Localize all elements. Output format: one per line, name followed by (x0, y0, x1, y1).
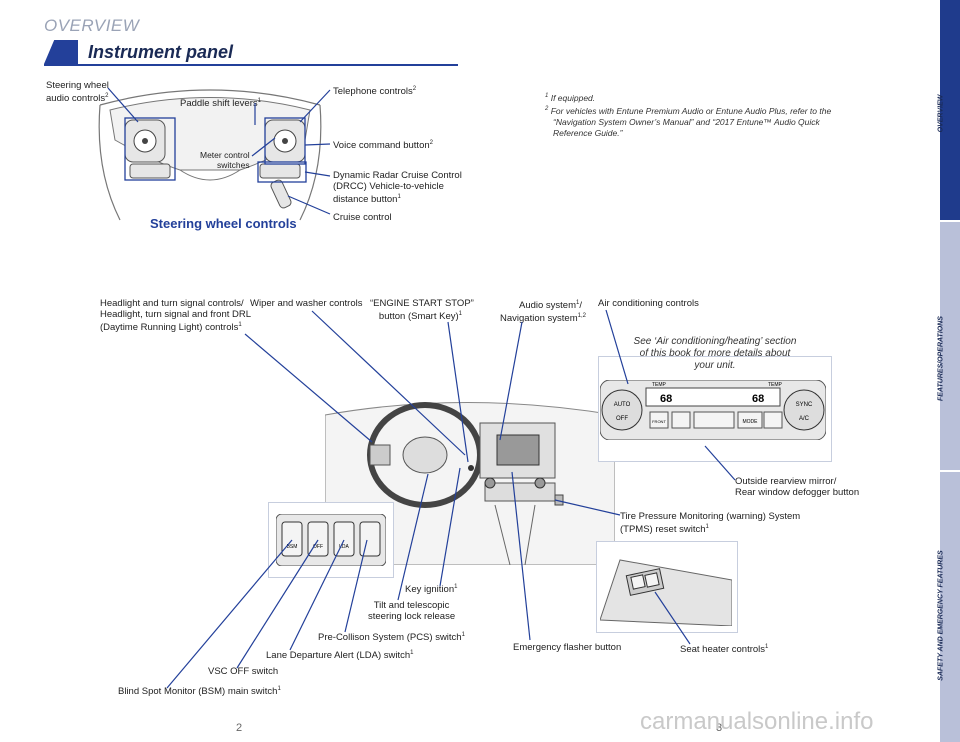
temp-right-value: 68 (752, 393, 764, 405)
bsm-switch-label: BSM (287, 544, 298, 550)
label-steering-audio: Steering wheel audio controls2 (46, 80, 109, 105)
mode-label: MODE (743, 419, 759, 425)
temp-left-label: TEMP (652, 382, 667, 388)
label-lda: Lane Departure Alert (LDA) switch1 (266, 650, 414, 662)
temp-right-label: TEMP (768, 382, 783, 388)
dashboard-illustration (325, 402, 615, 565)
label-paddle-shift: Paddle shift levers1 (180, 98, 261, 110)
page-number-right: 3 (716, 722, 723, 734)
label-emergency-flasher: Emergency flasher button (513, 642, 622, 653)
label-bsm: Blind Spot Monitor (BSM) main switch1 (118, 686, 281, 698)
label-cruise-control: Cruise control (333, 212, 392, 223)
watermark-text: carmanualsonline.info (640, 708, 874, 735)
label-drcc: Dynamic Radar Cruise Control (DRCC) Vehi… (333, 170, 462, 206)
label-tpms: Tire Pressure Monitoring (warning) Syste… (620, 511, 801, 536)
auto-label: AUTO (614, 402, 631, 408)
vsc-switch-label: OFF (313, 544, 323, 550)
label-air-conditioning: Air conditioning controls (598, 298, 699, 309)
sync-label: SYNC (796, 402, 813, 408)
label-vsc-off: VSC OFF switch (208, 666, 279, 677)
sidebar-label-features: FEATURES/OPERATIONS (937, 316, 945, 401)
steering-wheel-controls-title: Steering wheel controls (150, 216, 297, 231)
sidebar-tab-overview[interactable] (940, 0, 960, 220)
label-voice-command: Voice command button2 (333, 140, 433, 152)
climate-controls: AUTO OFF SYNC A/C TEMP 68 TEMP 68 FRONT … (600, 380, 826, 440)
label-wiper: Wiper and washer controls (250, 298, 363, 309)
steering-wheel-illustration (98, 89, 322, 221)
footnote-2-line2: “Navigation System Owner’s Manual” and “… (553, 116, 820, 127)
label-tilt-telescopic: Tilt and telescopic steering lock releas… (368, 600, 456, 622)
ac-label: A/C (799, 416, 810, 422)
sidebar-tab-safety[interactable] (940, 472, 960, 742)
front-label: FRONT (652, 419, 666, 424)
footnote-2-line3: Reference Guide.” (553, 127, 623, 138)
title-underline (44, 64, 458, 66)
label-key-ignition: Key ignition1 (405, 584, 458, 596)
section-label: OVERVIEW (44, 16, 140, 35)
temp-left-value: 68 (660, 393, 672, 405)
label-telephone: Telephone controls2 (333, 86, 417, 98)
seat-heater-illustration (600, 559, 732, 626)
label-outside-mirror: Outside rearview mirror/ Rear window def… (735, 476, 860, 498)
footnotes: 1 If equipped. 2 For vehicles with Entun… (545, 91, 875, 139)
label-meter-control: Meter control switches (200, 150, 250, 170)
label-seat-heater: Seat heater controls1 (680, 644, 769, 656)
footnote-1: 1 If equipped. (545, 92, 596, 103)
label-engine-start: “ENGINE START STOP” button (Smart Key)1 (370, 298, 474, 323)
footnote-2: 2 For vehicles with Entune Premium Audio… (545, 105, 832, 116)
off-label: OFF (616, 416, 628, 422)
sidebar-tab-features[interactable] (940, 222, 960, 470)
page-number-left: 2 (236, 722, 243, 734)
switch-panel: BSM OFF LDA (276, 514, 386, 566)
label-pcs: Pre-Collison System (PCS) switch1 (318, 632, 465, 644)
sidebar-label-overview: OVERVIEW (937, 94, 945, 133)
page-title: Instrument panel (88, 42, 234, 62)
label-headlight: Headlight and turn signal controls/ Head… (100, 298, 252, 334)
label-audio-system: Audio system1/ Navigation system1,2 (500, 300, 586, 325)
climate-see-note: See ‘Air conditioning/heating’ section o… (633, 336, 797, 371)
lda-switch-label: LDA (339, 544, 349, 550)
sidebar-label-safety: SAFETY AND EMERGENCY FEATURES (937, 550, 945, 681)
